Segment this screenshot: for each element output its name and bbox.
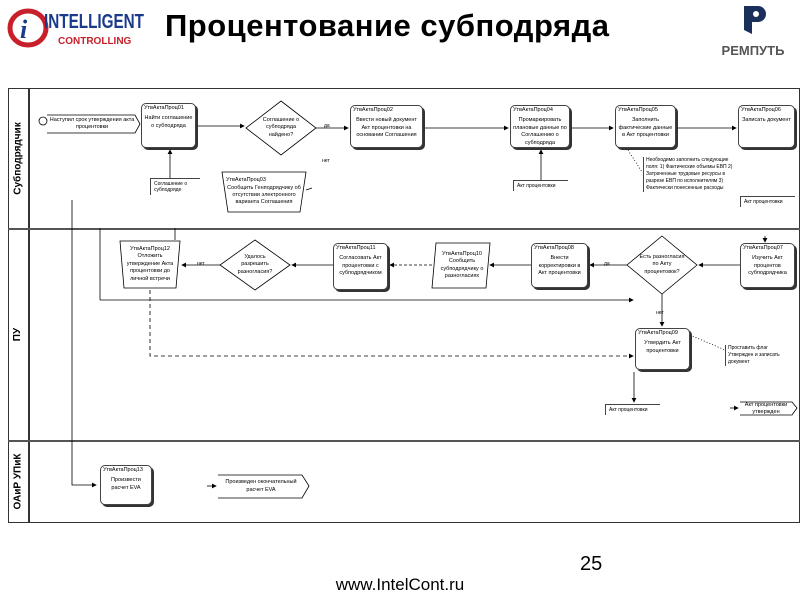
document-agreement: Соглашение о субподряде (150, 178, 200, 195)
no-label: нет (197, 261, 205, 267)
process-id: УтвАктаПроц12 (130, 245, 170, 252)
process-id: УтвАктаПроц05 (618, 107, 658, 113)
process-text: Найти соглашение о субподряда (144, 115, 193, 129)
process-text: Внести корректировки в Акт процентовки (538, 255, 581, 277)
page-number: 25 (580, 553, 603, 575)
start-event: Наступил срок утверждения акта процентов… (49, 116, 135, 130)
end-eva-shape (218, 474, 310, 499)
process-id: УтвАктаПроц08 (534, 245, 574, 251)
lane-subcontractor: Субподрядчик (8, 88, 30, 228)
process-id: УтвАктаПроц09 (638, 330, 678, 336)
process-text: Изучить Акт процентов субподрядчика (748, 255, 787, 277)
process-id: УтвАктаПроц01 (144, 105, 184, 111)
yes-label: да (324, 123, 330, 129)
note-approve: Проставить флаг Утвержден и записать док… (725, 345, 780, 366)
start-event-icon (38, 116, 48, 126)
svg-text:CONTROLLING: CONTROLLING (58, 36, 132, 47)
page-title: Процентование субподряда (165, 8, 610, 43)
start-event-shape (47, 114, 141, 134)
svg-text:i: i (20, 15, 28, 44)
end-event-approved: Акт процентовки утвержден (744, 401, 788, 415)
yes-label: да (604, 261, 610, 267)
process-text: Отложить утверждение Акта процентовки до… (126, 253, 174, 282)
decision-d2: Удалось разрешить разногласия? (237, 253, 273, 275)
process-text: Утвердить Акт процентовки (644, 340, 681, 354)
process-id: УтвАктаПроц10 (442, 250, 482, 257)
remput-logo: РЕМПУТЬ (708, 4, 798, 60)
process-text: Промаркировать плановые данные по Соглаш… (513, 117, 567, 146)
process-text: Сообщить субподрядчику о разногласиях (440, 258, 484, 279)
process-text: Произвести расчет EVA (111, 477, 141, 491)
process-text: Записать документ (742, 117, 791, 124)
decision-diamond (219, 239, 291, 291)
lane-oair: ОАиР УПиК (8, 440, 30, 523)
decision-diamond (245, 100, 317, 156)
lane-divider (8, 440, 800, 442)
process-id: УтвАктаПроц06 (741, 107, 781, 113)
process-id: УтвАктаПроц04 (513, 107, 553, 113)
lane-pu: ПУ (8, 228, 30, 440)
decision-d3: Есть разногласия по Акту процентовок? (639, 253, 685, 275)
end-event-eva: Произведен окончательный расчет EVA (225, 479, 297, 493)
process-text: Сообщить Генподрядчику об отсутствии эле… (227, 184, 301, 206)
process-text: Заполнить фактические данные в Акт проце… (618, 117, 673, 139)
website-link[interactable]: www.IntelCont.ru (335, 575, 465, 594)
no-label: нет (322, 158, 330, 164)
p03-trapezoid (221, 171, 307, 213)
no-label: нет (656, 310, 664, 316)
process-id: УтвАктаПроц02 (353, 107, 393, 113)
svg-text:INTELLIGENT: INTELLIGENT (44, 11, 144, 33)
document-act: Акт процентовки (513, 180, 568, 191)
process-id: УтвАктаПроц07 (743, 245, 783, 251)
document-act: Акт процентовки (605, 404, 660, 415)
process-id: УтвАктаПроц11 (336, 245, 376, 251)
remput-logo-text: РЕМПУТЬ (721, 43, 785, 58)
document-act: Акт процентовки (740, 196, 795, 207)
p10-parallelogram (431, 242, 491, 289)
p12-trapezoid (119, 240, 181, 289)
lane-divider (8, 228, 800, 230)
process-text: Ввести новый документ Акт процентовки на… (356, 117, 417, 139)
intelligent-controlling-logo: i INTELLIGENT CONTROLLING (6, 4, 146, 52)
process-id: УтвАктаПроц13 (103, 467, 143, 473)
decision-d1: Соглашение о субподряда найдено? (262, 116, 300, 138)
note-fields: Необходимо заполнить следующие поля: 1) … (643, 157, 735, 192)
process-text: Согласовать Акт процентовки с субподрядч… (339, 255, 382, 277)
process-id: УтвАктаПроц03 (226, 177, 266, 184)
